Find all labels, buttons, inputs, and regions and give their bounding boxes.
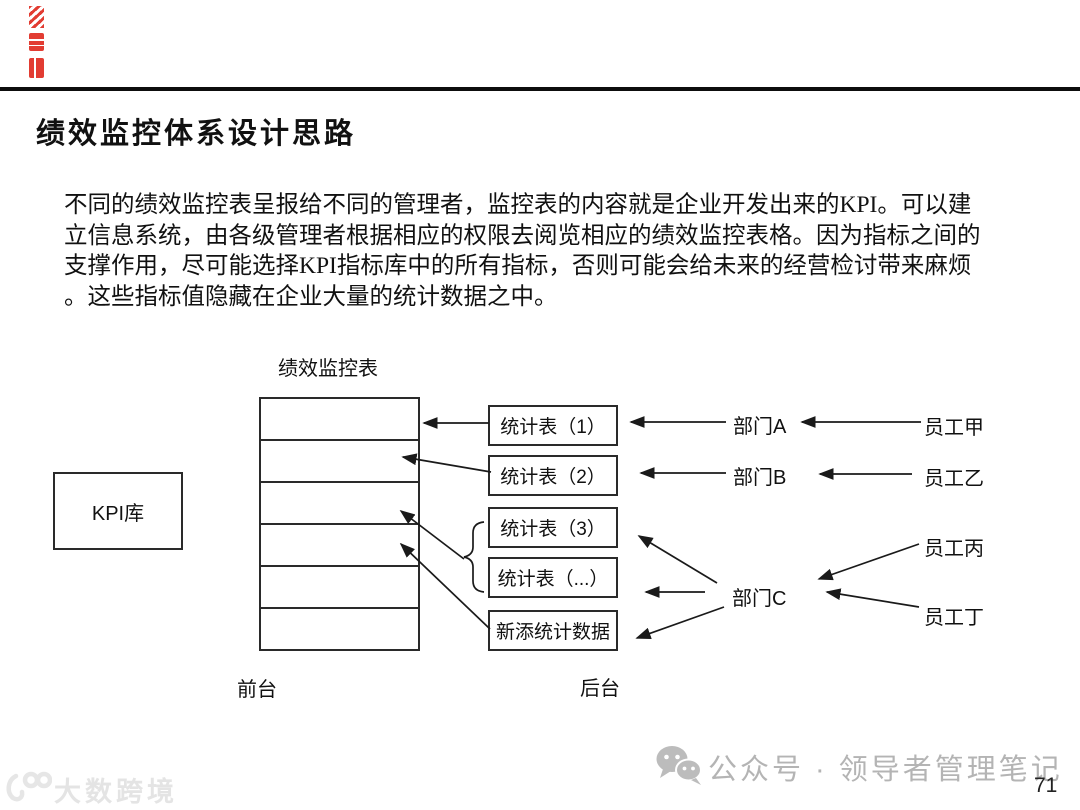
diagram-arrows [399,416,921,640]
slide-title: 绩效监控体系设计思路 [36,118,357,150]
stat-table-etc-box: 统计表（...） [488,557,618,598]
employee-yi-label: 员工乙 [924,468,984,490]
page-number: 71 [1034,774,1058,797]
arrow-empDing-to-deptC [825,588,920,608]
department-a-label: 部门A [733,416,787,438]
front-stage-label: 前台 [237,679,277,701]
table-row [261,399,418,441]
department-c-label: 部门C [732,588,787,610]
table-row [261,441,418,483]
employee-bing-label: 员工丙 [924,538,984,560]
100-swoosh-logo-icon [6,771,52,802]
watermark-text: 大数跨境 [54,777,178,807]
arrow-deptC-to-newdata [635,606,725,640]
arrow-empBing-to-deptC [817,543,920,581]
arrow-newdata-to-table [399,542,491,630]
arrow-brace-to-table [399,509,465,560]
paragraph-line: 。这些指标值隐藏在企业大量的统计数据之中。 [64,283,558,310]
paragraph-line: 支撑作用，尽可能选择KPI指标库中的所有指标，否则可能会给未来的经营检讨带来麻烦 [64,253,972,279]
arrow-stat2-to-table [401,453,492,473]
kpi-library-box: KPI库 [53,472,183,550]
body-paragraph: 不同的绩效监控表呈报给不同的管理者，监控表的内容就是企业开发出来的KPI。可以建… [64,190,1024,312]
department-b-label: 部门B [733,467,787,489]
back-stage-label: 后台 [580,678,620,700]
curly-brace-icon [463,521,485,593]
red-seal-glyph-icon [29,58,44,78]
paragraph-line: 不同的绩效监控表呈报给不同的管理者，监控表的内容就是企业开发出来的KPI。可以建 [64,192,972,218]
stat-table-2-box: 统计表（2） [488,455,618,496]
new-stat-data-box: 新添统计数据 [488,610,618,651]
table-row [261,525,418,567]
stat-table-1-box: 统计表（1） [488,405,618,446]
wechat-icon [656,746,702,785]
employee-ding-label: 员工丁 [924,607,984,629]
red-seal-glyph-icon [29,33,44,51]
paragraph-line: 立信息系统，由各级管理者根据相应的权限去阅览相应的绩效监控表格。因为指标之间的 [64,222,981,249]
red-seal-squiggle-icon [29,6,44,28]
wechat-account-label: 公众号 · 领导者管理笔记 [708,754,1063,786]
table-row [261,567,418,609]
header-divider [0,87,1080,91]
employee-jia-label: 员工甲 [924,417,984,439]
monitor-table-label: 绩效监控表 [278,358,378,380]
arrow-deptC-to-stat3 [637,535,718,584]
stat-table-3-box: 统计表（3） [488,507,618,548]
table-row [261,483,418,525]
